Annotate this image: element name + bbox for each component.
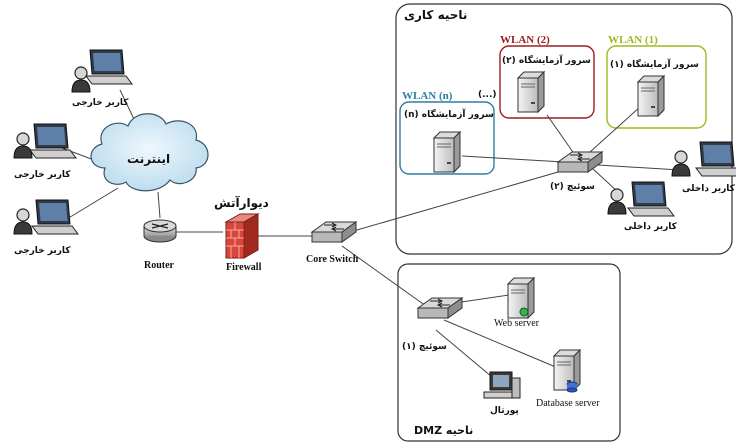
firewall-en-label: Firewall xyxy=(226,262,262,273)
external-user-top xyxy=(71,49,133,93)
dmz-title: ناحیه DMZ xyxy=(414,424,474,437)
wlan-n-title: WLAN (n) xyxy=(402,90,453,102)
internal-user-right-label: کاربر داخلی xyxy=(682,184,735,194)
external-user-middle xyxy=(13,123,77,159)
lab-server-n-label: سرور آزمایشگاه (n) xyxy=(404,110,494,120)
switch-2-label: سوئیچ (۲) xyxy=(550,182,595,192)
wlan-2-title: WLAN (2) xyxy=(500,34,550,46)
firewall-fa-label: دیوارآتش xyxy=(214,196,269,210)
wlan-ellipsis: (...) xyxy=(478,90,497,100)
external-user-bottom xyxy=(13,199,79,235)
router-icon xyxy=(143,219,177,243)
work-area-title: ناحیه کاری xyxy=(404,8,468,22)
connection-lines xyxy=(61,89,681,383)
web-server-icon xyxy=(507,277,535,319)
lab-server-n-icon xyxy=(433,131,461,173)
internet-cloud xyxy=(90,113,209,192)
firewall-icon xyxy=(224,213,260,259)
lab-server-2-label: سرور آزمایشگاه (۲) xyxy=(502,56,591,66)
internet-label: اینترنت xyxy=(127,152,171,166)
lab-server-1-label: سرور آزمایشگاه (۱) xyxy=(610,60,699,70)
switch-1-label: سوئیچ (۱) xyxy=(402,342,447,352)
portal-computer-icon xyxy=(483,371,521,399)
database-server-icon xyxy=(553,349,581,393)
core-switch-icon xyxy=(311,221,357,243)
lab-server-1-icon xyxy=(637,75,665,117)
core-switch-label: Core Switch xyxy=(306,254,359,265)
external-user-middle-label: کاربر خارجی xyxy=(14,170,71,180)
portal-label: پورتال xyxy=(490,406,519,416)
web-server-label: Web server xyxy=(494,318,540,329)
router-label: Router xyxy=(144,260,174,271)
internal-user-middle-label: کاربر داخلی xyxy=(624,222,677,232)
external-user-bottom-label: کاربر خارجی xyxy=(14,246,71,256)
wlan-1-title: WLAN (1) xyxy=(608,34,658,46)
external-user-top-label: کاربر خارجی xyxy=(72,98,129,108)
lab-server-2-icon xyxy=(517,71,545,113)
database-server-label: Database server xyxy=(536,398,600,409)
